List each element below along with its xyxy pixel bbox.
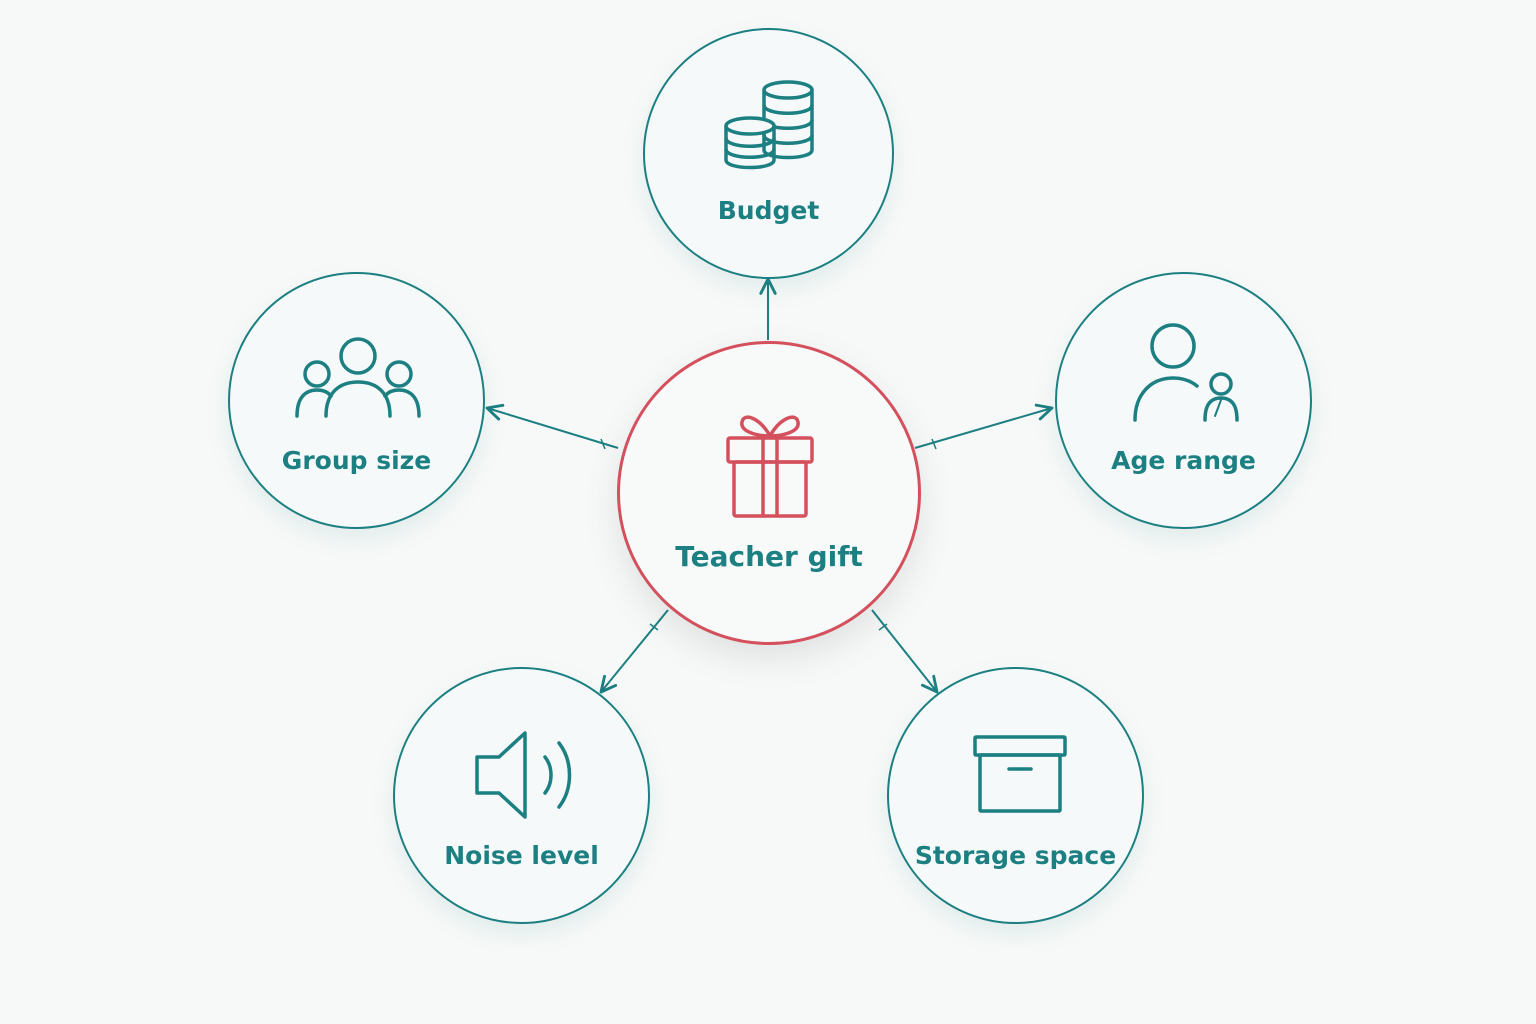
connector-noise-level [599, 609, 669, 694]
storage-box-icon [973, 735, 1067, 813]
adult-child-icon [1133, 323, 1239, 422]
connector-storage-space [871, 609, 939, 694]
factor-label-group-size: Group size [281, 446, 432, 475]
factor-node-noise-level[interactable]: Noise level [393, 667, 650, 924]
factor-node-group-size[interactable]: Group size [228, 272, 485, 529]
connector-group-size [485, 403, 619, 449]
center-node-label: Teacher gift [675, 540, 863, 573]
gift-icon [726, 415, 814, 518]
factor-node-budget[interactable]: Budget [643, 28, 894, 279]
factor-label-age-range: Age range [1111, 446, 1256, 475]
coins-icon [724, 80, 814, 170]
speaker-icon [475, 731, 572, 819]
factor-node-age-range[interactable]: Age range [1055, 272, 1312, 529]
connector-tick [878, 623, 888, 631]
center-node-teacher-gift[interactable]: Teacher gift [617, 341, 921, 645]
connector-tick [649, 623, 659, 631]
people-group-icon [295, 337, 421, 418]
connector-tick [600, 438, 606, 450]
factor-label-storage-space: Storage space [914, 841, 1117, 870]
factor-node-storage-space[interactable]: Storage space [887, 667, 1144, 924]
connector-age-range [914, 403, 1054, 449]
factor-label-noise-level: Noise level [444, 841, 599, 870]
factor-label-budget: Budget [717, 196, 820, 225]
connector-tick [931, 438, 937, 450]
